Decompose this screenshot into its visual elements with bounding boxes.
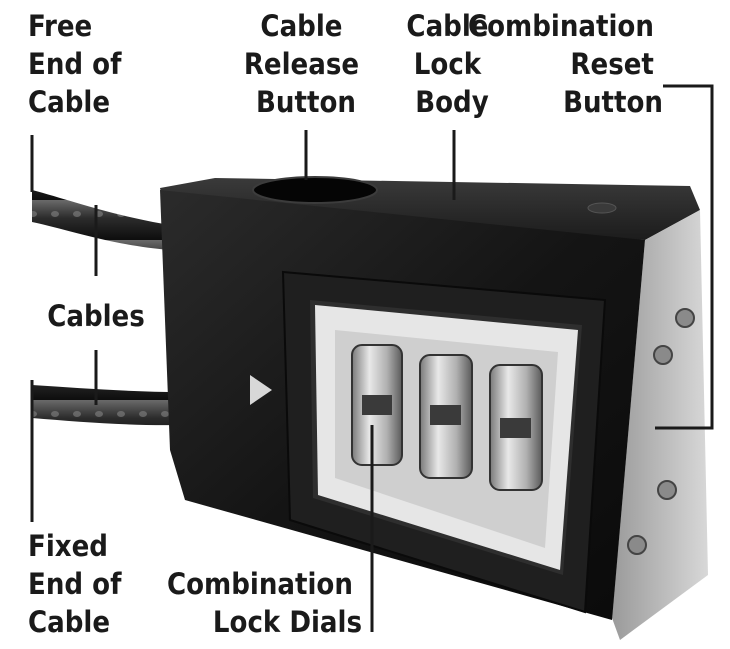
upper-cable: [32, 190, 170, 250]
leader-lines: [30, 84, 714, 632]
label-cable-lock-body: Cable Lock Body: [406, 9, 497, 119]
dial-3: [489, 364, 543, 491]
cable-release-button: [252, 176, 378, 204]
label-combination-lock-dials: Combination Lock Dials: [167, 567, 362, 639]
lower-cable: [32, 385, 182, 426]
label-combination-reset-button: Combination Reset Button: [468, 9, 663, 119]
arrow-icon: [250, 375, 272, 405]
combination-reset-button: [587, 202, 617, 214]
dial-2: [419, 354, 473, 479]
label-cable-release-button: Cable Release Button: [244, 9, 368, 119]
label-free-end-of-cable: Free End of Cable: [28, 9, 131, 119]
dial-1: [351, 344, 403, 466]
label-fixed-end-of-cable: Fixed End of Cable: [28, 529, 131, 639]
combination-dials: [351, 344, 543, 491]
label-cables: Cables: [47, 299, 145, 333]
